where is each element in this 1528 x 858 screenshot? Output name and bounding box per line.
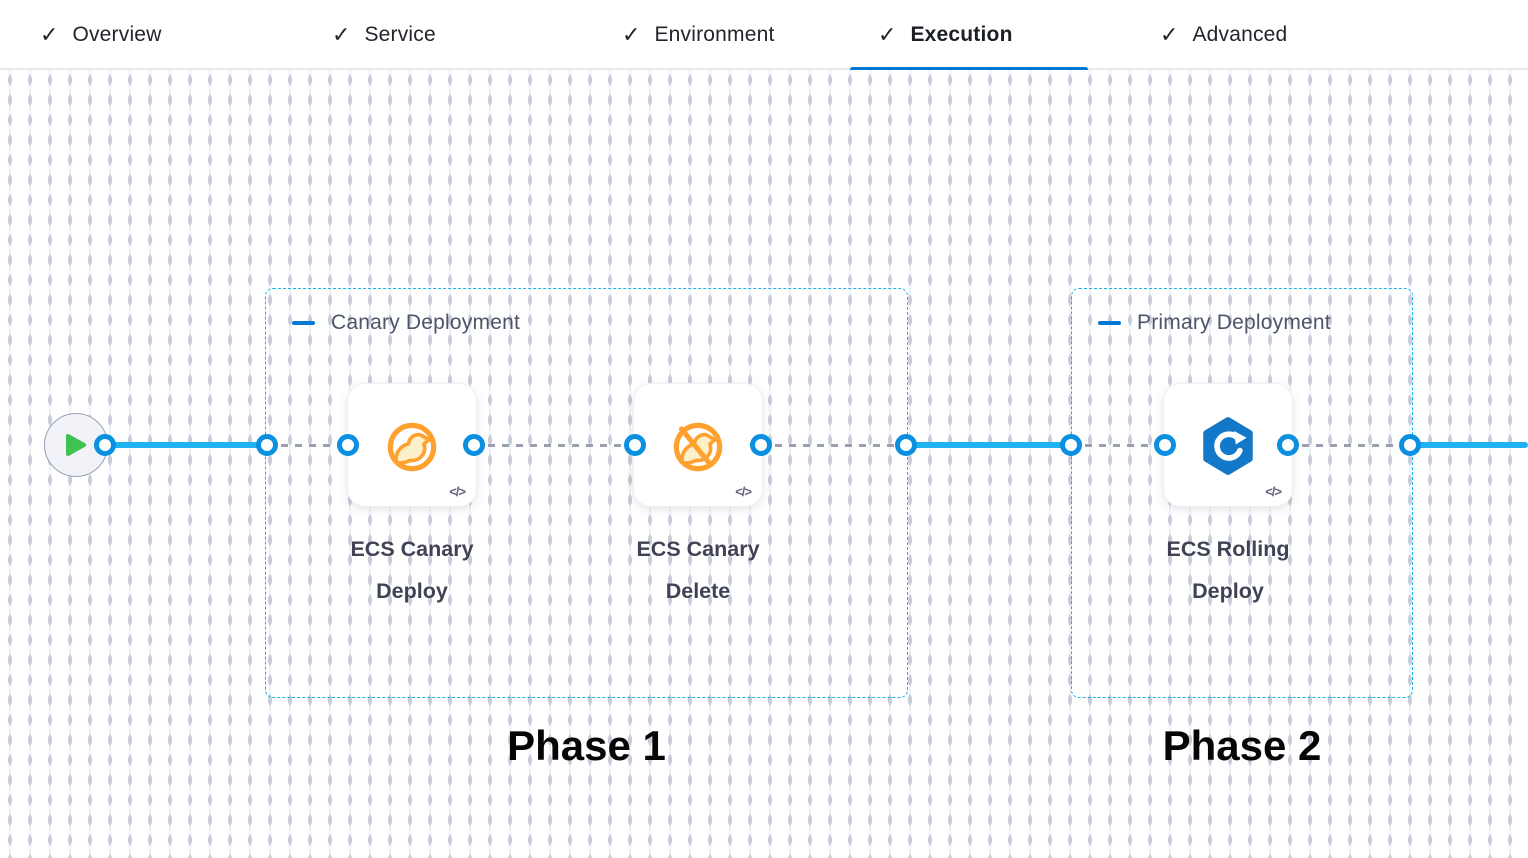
tab-advanced[interactable]: ✓ Advanced — [1160, 0, 1287, 70]
collapse-minus-icon[interactable] — [292, 320, 315, 326]
code-icon: </> — [449, 484, 466, 499]
tab-label: Overview — [72, 23, 162, 46]
play-icon — [66, 434, 86, 456]
start-node[interactable] — [44, 413, 108, 477]
stage-config-tabbar: ✓ Overview ✓ Service ✓ Environment ✓ Exe… — [0, 0, 1528, 72]
ecs-rolling-deploy-icon — [1203, 417, 1253, 475]
check-icon: ✓ — [332, 22, 351, 47]
check-icon: ✓ — [40, 22, 59, 47]
tab-service[interactable]: ✓ Service — [332, 0, 436, 70]
connector-dashed — [1071, 444, 1165, 447]
ecs-canary-delete-icon — [673, 422, 723, 472]
port-step1-in[interactable] — [337, 434, 359, 456]
connector-dashed — [761, 444, 906, 447]
connector-dashed — [474, 444, 635, 447]
tab-label: Advanced — [1192, 23, 1288, 46]
step-card-ecs-rolling-deploy[interactable]: </> — [1163, 383, 1293, 507]
tab-environment[interactable]: ✓ Environment — [622, 0, 775, 70]
port-start-out[interactable] — [94, 434, 116, 456]
collapse-minus-icon[interactable] — [1098, 320, 1121, 326]
port-group2-in[interactable] — [1060, 434, 1082, 456]
code-icon: </> — [1265, 484, 1282, 499]
check-icon: ✓ — [878, 22, 897, 47]
group-header: Primary Deployment — [1098, 311, 1331, 335]
step-label-ecs-canary-deploy: ECS Canary Deploy — [350, 537, 474, 603]
tab-execution[interactable]: ✓ Execution — [850, 0, 1088, 72]
phase-1-label: Phase 1 — [507, 722, 666, 769]
group-header: Canary Deployment — [292, 311, 520, 335]
port-step3-out[interactable] — [1277, 434, 1299, 456]
step-label-ecs-rolling-deploy: ECS Rolling Deploy — [1166, 537, 1290, 603]
step-card-ecs-canary-delete[interactable]: </> — [633, 383, 763, 507]
code-icon: </> — [735, 484, 752, 499]
step-group-canary-deployment[interactable]: Canary Deployment — [265, 288, 908, 698]
tab-label: Execution — [910, 23, 1013, 46]
connector-dashed — [1288, 444, 1410, 447]
phase-2-label: Phase 2 — [1162, 722, 1322, 769]
connector-dashed — [267, 444, 348, 447]
port-group1-in[interactable] — [256, 434, 278, 456]
port-group2-out[interactable] — [1399, 434, 1421, 456]
step-group-primary-deployment[interactable]: Primary Deployment — [1071, 288, 1413, 698]
connector-solid — [1410, 442, 1528, 448]
step-card-ecs-canary-deploy[interactable]: </> — [347, 383, 477, 507]
group-title: Primary Deployment — [1137, 311, 1331, 334]
step-label-ecs-canary-delete: ECS Canary Delete — [636, 537, 760, 603]
port-group1-out[interactable] — [895, 434, 917, 456]
tab-overview[interactable]: ✓ Overview — [40, 0, 162, 70]
group-title: Canary Deployment — [331, 311, 520, 334]
tab-label: Service — [364, 23, 436, 46]
check-icon: ✓ — [1160, 22, 1179, 47]
connector-solid — [105, 442, 267, 448]
port-step2-in[interactable] — [624, 434, 646, 456]
port-step2-out[interactable] — [750, 434, 772, 456]
tab-label: Environment — [654, 23, 775, 46]
check-icon: ✓ — [622, 22, 641, 47]
port-step1-out[interactable] — [463, 434, 485, 456]
ecs-canary-deploy-icon — [387, 422, 437, 472]
connector-solid — [906, 442, 1071, 448]
pipeline-canvas[interactable]: Canary Deployment Primary Deployment </> — [0, 70, 1528, 858]
port-step3-in[interactable] — [1154, 434, 1176, 456]
